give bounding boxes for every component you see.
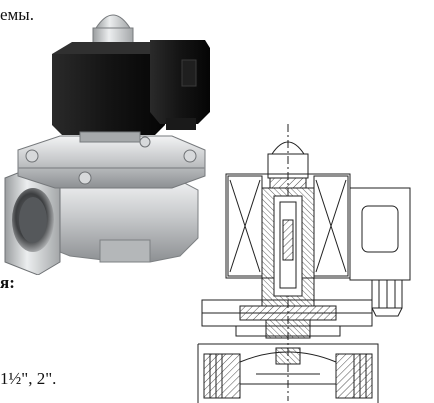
- solenoid-valve-photo: [4, 14, 210, 275]
- text-fragment-sizes: 1½", 2".: [0, 369, 57, 388]
- text-fragment-heading: я:: [0, 273, 15, 292]
- text-fragment-top: емы.: [0, 5, 34, 24]
- valve-cross-section-drawing: [197, 124, 411, 403]
